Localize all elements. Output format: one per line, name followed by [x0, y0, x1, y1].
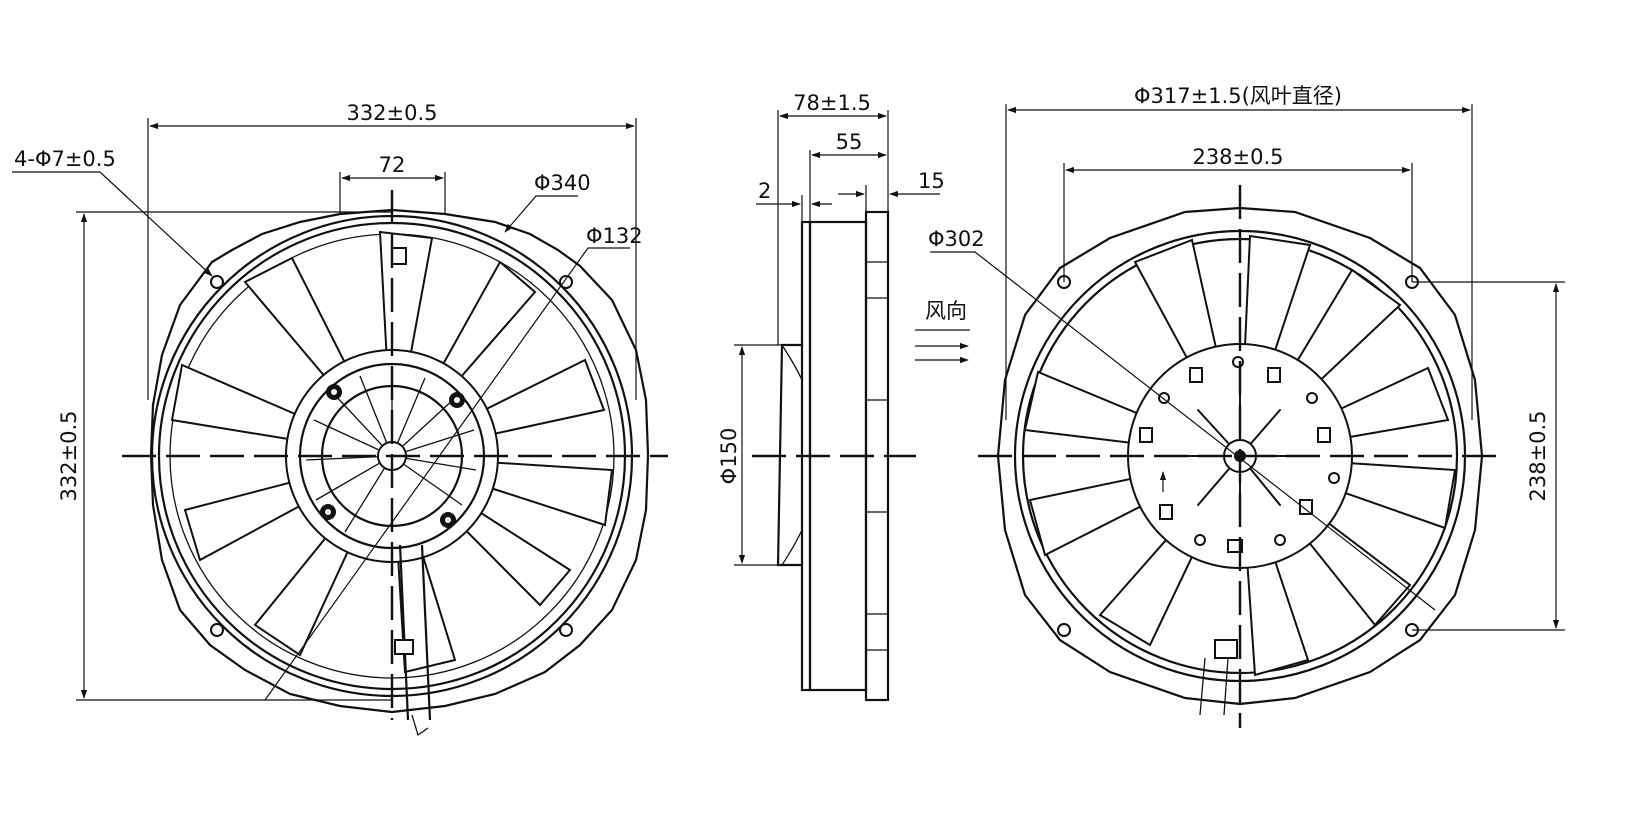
side-flange-ticks: [866, 261, 888, 651]
rear-plate-holes: [1158, 356, 1340, 546]
front-dim-132-label: Φ132: [586, 224, 643, 248]
side-dim-15-label: 15: [918, 169, 945, 193]
rear-connector: [1214, 639, 1238, 659]
side-dim-55-label: 55: [836, 130, 863, 154]
front-dim-72-label: 72: [379, 153, 406, 177]
front-mounting-holes: [210, 275, 573, 637]
side-dim-2-label: 2: [758, 179, 771, 203]
front-cable-end: [411, 714, 429, 737]
front-cable: [398, 544, 432, 721]
side-view: 风向 78±1.5 55 2 15 Φ150: [717, 91, 970, 702]
front-dim-height-label: 332±0.5: [57, 410, 81, 501]
side-dim-78-label: 78±1.5: [793, 91, 871, 115]
front-hub-screws: [320, 384, 465, 528]
front-shroud-outer: [149, 208, 650, 714]
front-dim-width-label: 332±0.5: [346, 101, 437, 125]
side-dim-150-label: Φ150: [717, 428, 741, 485]
rear-dim-302-leader: [930, 251, 1436, 611]
front-view: 332±0.5 332±0.5 72 4-Φ7±0.5 Φ340 Φ132: [12, 101, 668, 737]
front-dim-340-label: Φ340: [534, 171, 591, 195]
front-dim-340-leader: [504, 195, 578, 233]
rear-cable: [1199, 657, 1229, 716]
side-hub-curves: [781, 344, 803, 566]
front-dim-holes-label: 4-Φ7±0.5: [14, 147, 116, 171]
front-top-clip: [391, 247, 407, 265]
rear-dim-302-label: Φ302: [928, 227, 985, 251]
side-airflow-label: 风向: [925, 299, 967, 323]
rear-dim-238h-label: 238±0.5: [1192, 145, 1283, 169]
front-cable-clip: [394, 639, 414, 655]
front-dim-132-leader: [264, 247, 630, 701]
rear-plate-slots: [1139, 367, 1331, 553]
rear-shroud-outer: [996, 206, 1484, 706]
rear-view: Φ317±1.5(风叶直径) 238±0.5 238±0.5 Φ302: [928, 84, 1565, 728]
rear-dim-238v-label: 238±0.5: [1526, 410, 1550, 501]
rear-dim-317-label: Φ317±1.5(风叶直径): [1134, 84, 1342, 108]
front-dim-holes-leader: [12, 171, 213, 277]
